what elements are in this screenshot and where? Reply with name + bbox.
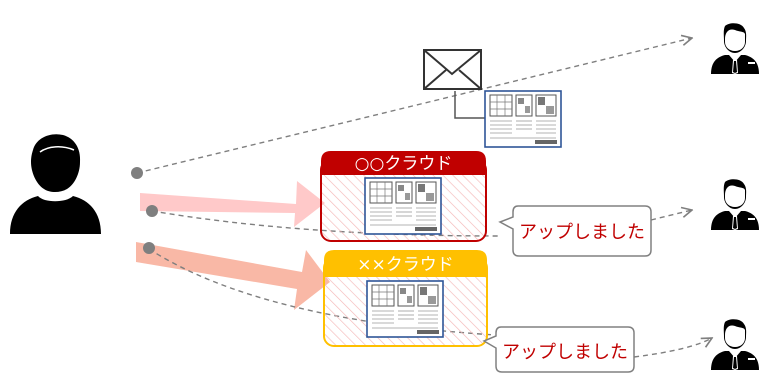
document-thumbnail-icon — [366, 280, 444, 338]
connector-dot — [143, 242, 155, 254]
connector-dot — [131, 167, 143, 179]
document-thumbnail-icon — [484, 90, 562, 148]
businessman-icon — [711, 319, 759, 370]
notification-b-dashed-line — [633, 338, 712, 358]
envelope-icon — [423, 49, 482, 90]
notification-b-text: アップしました — [502, 342, 628, 363]
cloud-b-header — [324, 250, 487, 277]
document-thumbnail-icon — [364, 177, 442, 235]
notification-bubble-a: アップしました — [498, 205, 652, 257]
upload-arrow-lower — [136, 242, 330, 310]
connector-dot — [146, 205, 158, 217]
notification-a-text: アップしました — [519, 222, 645, 243]
notification-bubble-b: アップしました — [482, 326, 635, 373]
upload-arrow-upper — [140, 181, 325, 227]
person-icon — [10, 134, 101, 234]
cloud-a-header — [321, 151, 486, 175]
cloud-a-label: ○○クラウド — [355, 154, 453, 174]
cloud-b: ××クラウド — [323, 250, 488, 347]
cloud-a: ○○クラウド — [320, 151, 487, 242]
businessman-icon — [711, 179, 759, 230]
cloud-b-label: ××クラウド — [357, 255, 454, 275]
attachment-connector — [454, 91, 486, 119]
notification-a-dashed-line — [650, 210, 692, 221]
businessman-icon — [711, 23, 759, 74]
